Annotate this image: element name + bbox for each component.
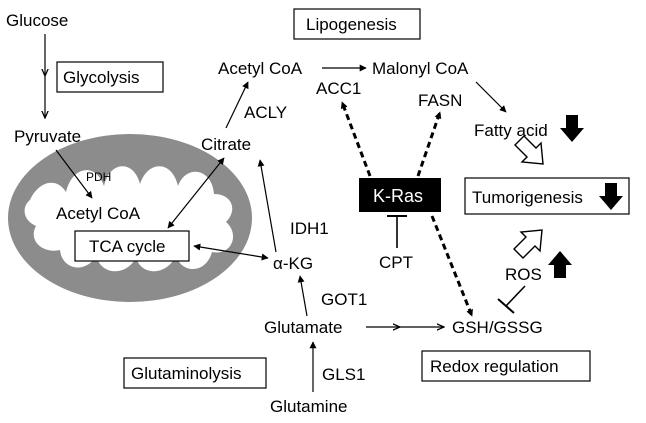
ros-inhibition-bar (497, 298, 515, 314)
tca-akg-arrow (193, 243, 269, 261)
redox-regulation-box (421, 350, 591, 382)
kras-box (359, 178, 441, 212)
pyruvate-label: Pyruvate (14, 127, 81, 146)
akg-label: α-KG (273, 254, 313, 273)
citrate-to-acetylcoa-arrow (225, 81, 249, 129)
tumorigenesis-down-arrow-icon (599, 183, 623, 210)
acc1-label: ACC1 (316, 79, 361, 98)
idh1-label: IDH1 (290, 219, 329, 238)
glycolysis-box (56, 61, 164, 93)
tumorigenesis-label: Tumorigenesis (472, 188, 583, 207)
malonylcoa-label: Malonyl CoA (372, 59, 469, 78)
fattyacid-to-tumorigenesis-hollow-arrow (514, 135, 544, 165)
fasn-label: FASN (418, 91, 462, 110)
ros-inhibition-stem (505, 285, 526, 307)
acly-label: ACLY (244, 103, 287, 122)
fattyacid-label: Fatty acid (474, 121, 548, 140)
gls1-label: GLS1 (322, 365, 365, 384)
fattyacid-down-arrow-icon (560, 115, 584, 142)
tca-citrate-arrow (167, 157, 225, 229)
tca-cycle-box (74, 230, 190, 262)
glycolysis-label: Glycolysis (63, 68, 140, 87)
acetylcoa-mito-label: Acetyl CoA (56, 204, 141, 223)
got1-label: GOT1 (321, 290, 367, 309)
glutamate-label: Glutamate (264, 318, 342, 337)
kras-to-acc1-dashed-arrow (340, 101, 372, 177)
glutaminolysis-label: Glutaminolysis (131, 364, 242, 383)
citrate-label: Citrate (201, 135, 251, 154)
glutamate-to-akg-arrow (297, 275, 308, 317)
kras-to-gsh-dashed-arrow (430, 215, 474, 317)
lipogenesis-box (293, 8, 421, 40)
glutamine-label: Glutamine (270, 397, 347, 416)
ros-to-tumorigenesis-hollow-arrow (513, 229, 543, 259)
cpt-label: CPT (379, 253, 413, 272)
kras-label: K-Ras (373, 186, 423, 206)
ros-label: ROS (505, 265, 542, 284)
glucose-label: Glucose (6, 11, 68, 30)
tca-cycle-label: TCA cycle (89, 237, 166, 256)
lipogenesis-label: Lipogenesis (306, 15, 397, 34)
redox-regulation-label: Redox regulation (430, 357, 559, 376)
pyruvate-to-acetylcoa-arrow (55, 149, 93, 199)
akg-to-citrate-arrow (257, 159, 277, 253)
gshgssg-label: GSH/GSSG (452, 318, 543, 337)
glutaminolysis-box (123, 357, 267, 389)
pdh-label: PDH (86, 170, 111, 184)
acetylcoa-label: Acetyl CoA (218, 59, 303, 78)
ros-up-arrow-icon (548, 251, 572, 278)
malonylcoa-to-fattyacid-arrow (475, 81, 507, 113)
kras-to-fasn-dashed-arrow (416, 111, 442, 177)
